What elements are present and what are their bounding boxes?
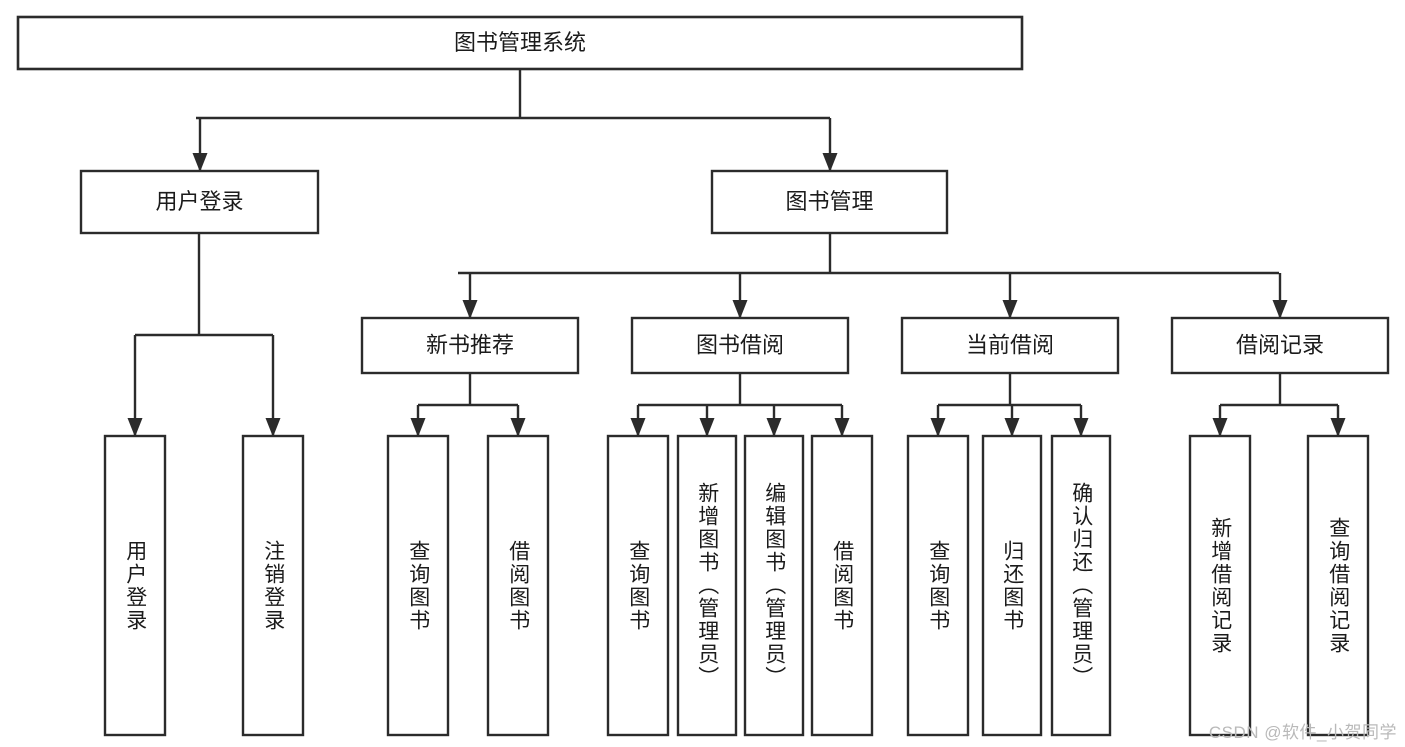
- node-level3-0-rect: [360, 316, 580, 375]
- book-manage-edge-arrow-3: [1272, 300, 1288, 319]
- book-borrow-edge-arrow-0: [630, 418, 646, 437]
- boxes-layer: [16, 15, 1390, 737]
- node-leaf-7-rect: [810, 434, 874, 737]
- node-level3-1-rect: [630, 316, 850, 375]
- node-leaf-6-rect: [743, 434, 805, 737]
- node-leaf-8-rect: [906, 434, 970, 737]
- edges-layer: [127, 69, 1346, 437]
- node-leaf-10[interactable]: [1050, 434, 1112, 737]
- node-leaf-4[interactable]: [606, 434, 670, 737]
- node-level3-3[interactable]: [1170, 316, 1390, 375]
- node-leaf-9[interactable]: [981, 434, 1043, 737]
- node-leaf-2[interactable]: [386, 434, 450, 737]
- node-level2-0-label: 用户登录: [155, 189, 243, 214]
- node-level2-1[interactable]: [710, 169, 949, 235]
- node-leaf-0[interactable]: [103, 434, 167, 737]
- node-leaf-2-rect: [386, 434, 450, 737]
- new-book-edge-arrow-1: [510, 418, 526, 437]
- root-edge-arrow-0: [192, 153, 208, 172]
- current-borrow-edge-arrow-0: [930, 418, 946, 437]
- node-leaf-11-rect: [1188, 434, 1252, 737]
- node-leaf-5-rect: [676, 434, 738, 737]
- current-borrow-edge-arrow-2: [1073, 418, 1089, 437]
- node-level3-3-label: 借阅记录: [1236, 332, 1324, 357]
- node-leaf-11[interactable]: [1188, 434, 1252, 737]
- node-root[interactable]: [16, 15, 1024, 71]
- node-leaf-3[interactable]: [486, 434, 550, 737]
- node-leaf-3-rect: [486, 434, 550, 737]
- node-leaf-0-rect: [103, 434, 167, 737]
- node-level3-3-rect: [1170, 316, 1390, 375]
- node-leaf-5[interactable]: [676, 434, 738, 737]
- node-level3-2-rect: [900, 316, 1120, 375]
- book-manage-edge-arrow-2: [1002, 300, 1018, 319]
- node-level3-2[interactable]: [900, 316, 1120, 375]
- node-level3-2-label: 当前借阅: [966, 332, 1054, 357]
- current-borrow-edge-arrow-1: [1004, 418, 1020, 437]
- node-level2-0-rect: [79, 169, 320, 235]
- node-level2-0[interactable]: [79, 169, 320, 235]
- user-login-edge-arrow-0: [127, 418, 143, 437]
- node-leaf-10-rect: [1050, 434, 1112, 737]
- node-level2-1-label: 图书管理: [785, 189, 873, 214]
- node-level3-0-label: 新书推荐: [426, 332, 514, 357]
- node-level3-1-label: 图书借阅: [696, 332, 784, 357]
- borrow-record-edge-arrow-0: [1212, 418, 1228, 437]
- node-leaf-9-rect: [981, 434, 1043, 737]
- user-login-edge-arrow-1: [265, 418, 281, 437]
- root-edge-arrow-1: [822, 153, 838, 172]
- node-leaf-6[interactable]: [743, 434, 805, 737]
- book-borrow-edge-arrow-2: [766, 418, 782, 437]
- node-leaf-12[interactable]: [1306, 434, 1370, 737]
- book-manage-edge-arrow-1: [732, 300, 748, 319]
- node-level3-0[interactable]: [360, 316, 580, 375]
- book-borrow-edge-arrow-3: [834, 418, 850, 437]
- node-leaf-12-rect: [1306, 434, 1370, 737]
- new-book-edge-arrow-0: [410, 418, 426, 437]
- node-level3-1[interactable]: [630, 316, 850, 375]
- node-root-label: 图书管理系统: [454, 30, 586, 55]
- node-leaf-8[interactable]: [906, 434, 970, 737]
- borrow-record-edge-arrow-1: [1330, 418, 1346, 437]
- node-leaf-7[interactable]: [810, 434, 874, 737]
- book-borrow-edge-arrow-1: [699, 418, 715, 437]
- node-leaf-1[interactable]: [241, 434, 305, 737]
- watermark-text: CSDN @软件_小贺同学: [1208, 723, 1397, 742]
- node-level2-1-rect: [710, 169, 949, 235]
- node-leaf-1-rect: [241, 434, 305, 737]
- node-root-rect: [16, 15, 1024, 71]
- node-leaf-4-rect: [606, 434, 670, 737]
- book-manage-edge-arrow-0: [462, 300, 478, 319]
